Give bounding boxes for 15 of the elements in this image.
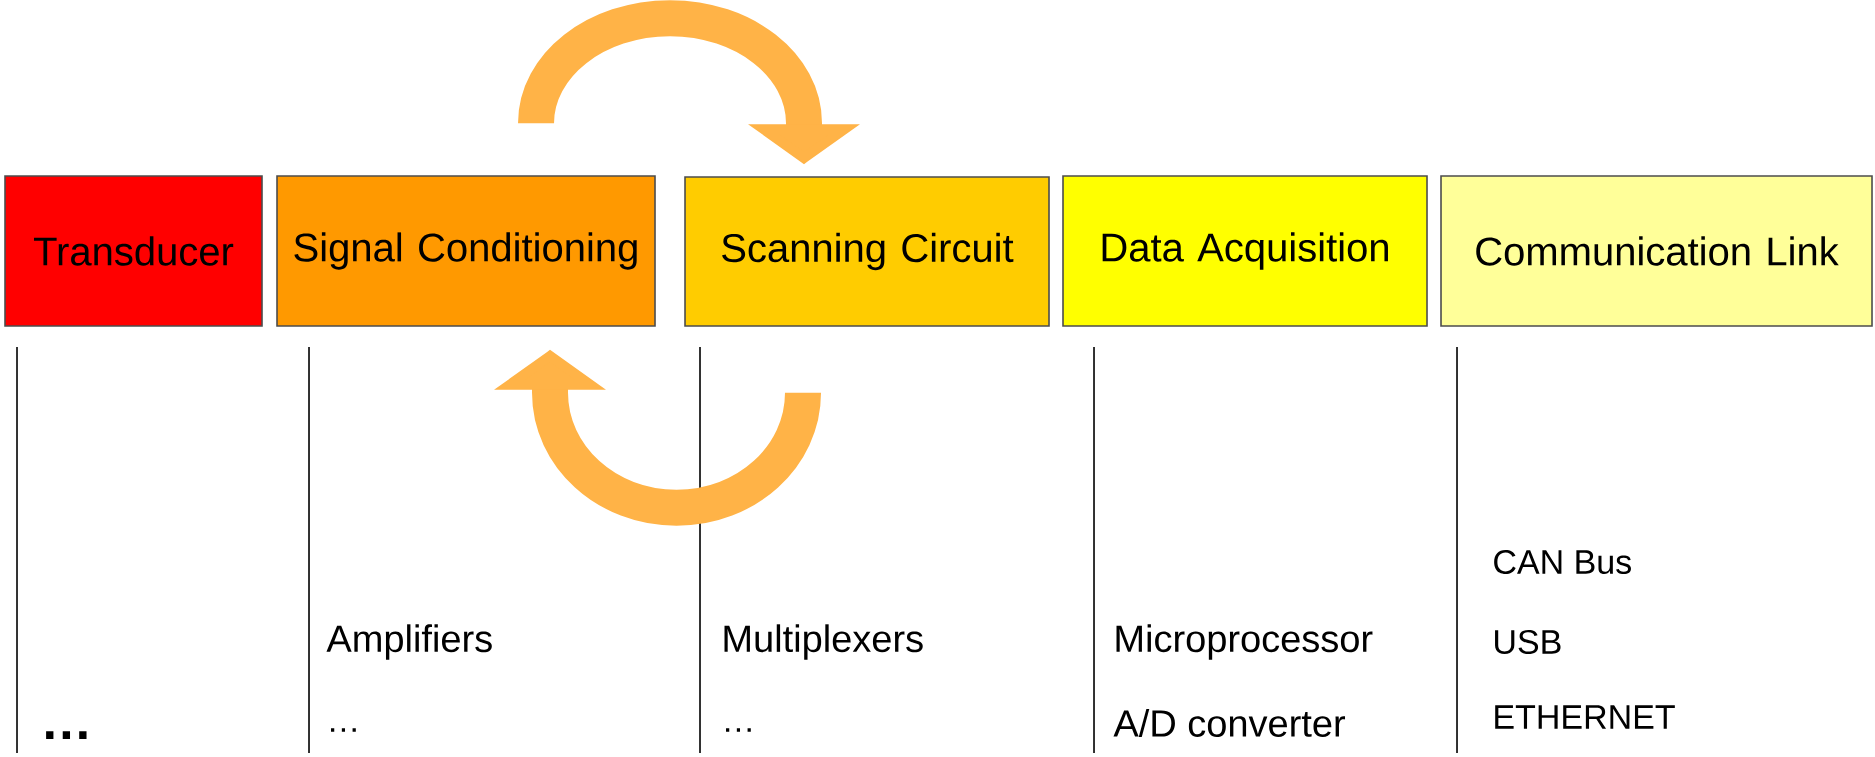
label: Microprocessor [1116, 624, 1373, 660]
label: … [331, 728, 356, 732]
label: … [46, 731, 87, 739]
process-box: Signal Conditioning [276, 175, 656, 327]
label: Multiplexers [724, 624, 923, 660]
process-box: Data Acquisition [1062, 175, 1428, 327]
label: CAN Bus [1494, 549, 1631, 575]
process-box: Communication Link [1440, 175, 1873, 327]
label: Amplifiers [326, 624, 492, 660]
process-box: Transducer [4, 175, 263, 327]
label: ETHERNET [1495, 705, 1675, 729]
label: USB [1495, 629, 1561, 655]
label: A/D converter [1113, 709, 1345, 737]
process-box: Scanning Circuit [684, 176, 1050, 327]
label: … [726, 728, 751, 732]
